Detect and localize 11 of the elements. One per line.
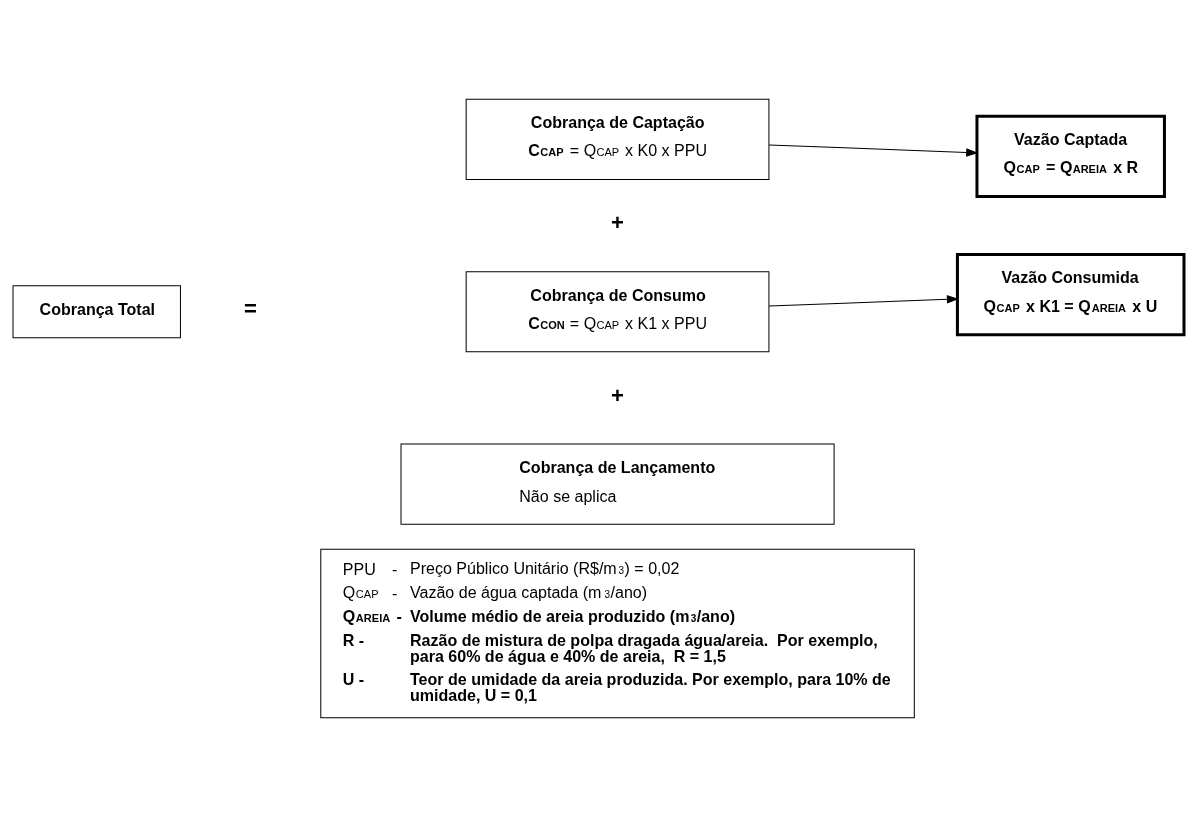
node-box: Vazão Consumida QCAP x K1 = QAREIA x U <box>955 253 1185 337</box>
label: + <box>610 210 624 236</box>
node-box: Cobrança de Lançamento Não se aplica <box>400 443 835 525</box>
arrow <box>768 144 977 157</box>
node-box: Cobrança de Consumo CCON = QCAP x K1 x PPU <box>465 271 769 353</box>
arrow <box>768 295 958 307</box>
node-box: Cobrança Total <box>12 285 181 339</box>
node-box: Cobrança de Captação CCAP = QCAP x K0 x PPU <box>465 98 769 180</box>
node-box: Vazão Captada QCAP = QAREIA x R <box>974 114 1166 198</box>
label: + <box>610 382 624 408</box>
label: = <box>243 296 257 322</box>
